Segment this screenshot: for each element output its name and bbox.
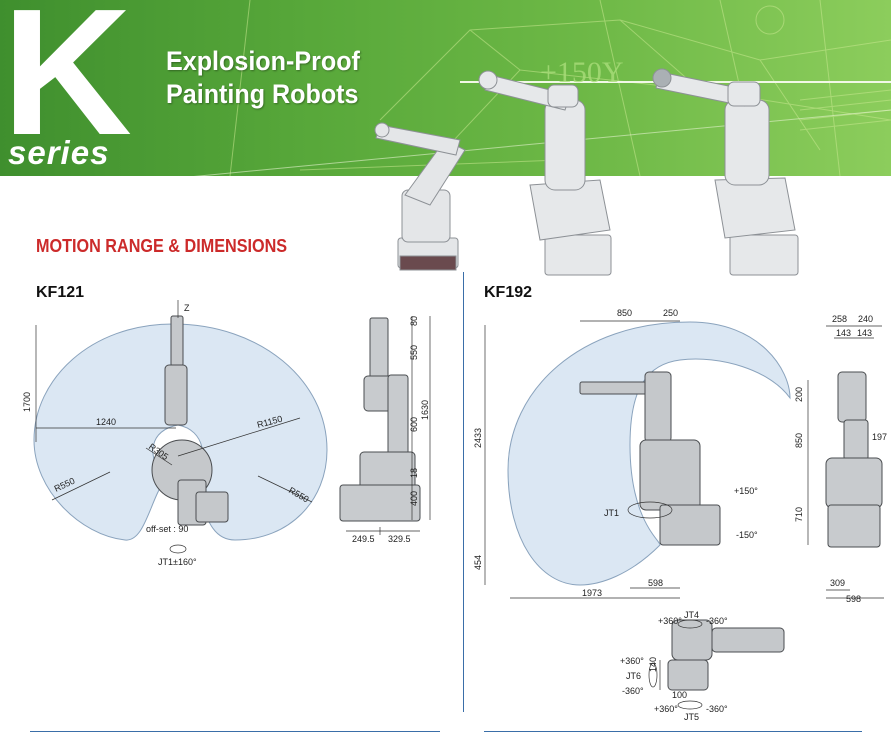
banner-title-line1: Explosion-Proof: [166, 46, 360, 76]
kf192-label-jt1: JT1: [604, 508, 619, 518]
kf121-label-1240: 1240: [96, 417, 116, 427]
banner-title: Explosion-Proof Painting Robots: [166, 45, 360, 111]
kf121-label-offset: off-set : 90: [146, 524, 188, 534]
kf192-label-minus150: -150°: [736, 530, 758, 540]
section-title: MOTION RANGE & DIMENSIONS: [36, 236, 288, 256]
robot-image-2: [478, 70, 612, 276]
kf192-label-598: 598: [648, 578, 663, 588]
kf121-side-dimension-labels: 80 550 600 1630 18 400 249.5 329.5: [352, 316, 430, 544]
banner-watermark: +150Y: [540, 56, 624, 89]
kf121-label-1630: 1630: [420, 400, 430, 420]
kf121-label-550: 550: [409, 345, 419, 360]
kf192-label-240: 240: [858, 314, 873, 324]
column-divider: [463, 272, 464, 712]
kf121-side-robot: [339, 317, 421, 522]
model-title-kf121: KF121: [36, 284, 85, 301]
kf121-label-600: 600: [409, 417, 419, 432]
kf121-label-1700: 1700: [22, 392, 32, 412]
bottom-rule-left: [30, 731, 440, 732]
kf121-label-400: 400: [409, 491, 419, 506]
kf121-label-80: 80: [409, 316, 419, 326]
kf192-label-850-top: 850: [617, 308, 632, 318]
kf192-motion-envelope: [507, 321, 791, 586]
kf192-side-robot: [825, 371, 883, 548]
kf192-label-143b: 143: [857, 328, 872, 338]
kf192-side-dimension-labels: 258 240 143 143 197 309 598: [830, 314, 887, 604]
kf192-label-710: 710: [794, 507, 804, 522]
wrist-label-plus360-top: +360°: [658, 616, 682, 626]
kf121-side-dimension-lines: [346, 316, 431, 535]
wrist-label-minus360-left: -360°: [622, 686, 644, 696]
bottom-rule-right: [484, 731, 862, 732]
wrist-label-jt4: JT4: [684, 610, 699, 620]
kf192-label-309: 309: [830, 578, 845, 588]
logo-series-text: series: [8, 134, 110, 171]
kf192-dimension-lines: [484, 320, 809, 599]
kf121-label-329-5: 329.5: [388, 534, 411, 544]
wrist-label-140: 140: [648, 657, 658, 672]
kf192-label-850: 850: [794, 433, 804, 448]
wrist-label-minus360-bottom: -360°: [706, 704, 728, 714]
kf121-label-249-5: 249.5: [352, 534, 375, 544]
kf192-dimension-labels: 850 250 200 850 710 2433 454 +150° -150°…: [473, 308, 804, 598]
kf192-label-plus150: +150°: [734, 486, 758, 496]
kf192-label-2433: 2433: [473, 428, 483, 448]
wrist-label-jt5: JT5: [684, 712, 699, 722]
wrist-label-jt6: JT6: [626, 671, 641, 681]
kf192-label-200: 200: [794, 387, 804, 402]
kf192-label-1973: 1973: [582, 588, 602, 598]
kf192-side-dimension-lines: [826, 325, 884, 599]
banner-title-line2: Painting Robots: [166, 79, 359, 109]
wrist-label-minus360-top: -360°: [706, 616, 728, 626]
kf192-label-258: 258: [832, 314, 847, 324]
kf192-label-143a: 143: [836, 328, 851, 338]
kf192-wrist-labels: +360° JT4 -360° +360° 140 JT6 -360° 100 …: [620, 610, 728, 722]
wrist-label-plus360-bottom: +360°: [654, 704, 678, 714]
kf192-wrist-dimension-lines: [648, 619, 703, 710]
kf192-front-robot: [579, 371, 721, 546]
wrist-label-100: 100: [672, 690, 687, 700]
kf192-label-250: 250: [663, 308, 678, 318]
wrist-label-plus360-left: +360°: [620, 656, 644, 666]
kf121-dimension-lines: [35, 300, 313, 554]
logo-k-letter: K: [6, 0, 132, 138]
kf121-z-axis-label: Z: [184, 303, 190, 313]
kf192-label-598-side: 598: [846, 594, 861, 604]
k-logo: K: [6, 0, 132, 138]
kf121-front-robot: [151, 315, 229, 526]
robot-illustrations: [374, 68, 799, 276]
kf121-label-18: 18: [409, 468, 419, 478]
kf192-wrist-detail: [667, 619, 785, 691]
kf192-label-197: 197: [872, 432, 887, 442]
model-title-kf192: KF192: [484, 284, 533, 301]
robot-image-1: [374, 122, 466, 271]
kf121-label-jt1: JT1±160°: [158, 557, 197, 567]
robot-image-3: [652, 68, 799, 276]
kf192-label-454: 454: [473, 555, 483, 570]
